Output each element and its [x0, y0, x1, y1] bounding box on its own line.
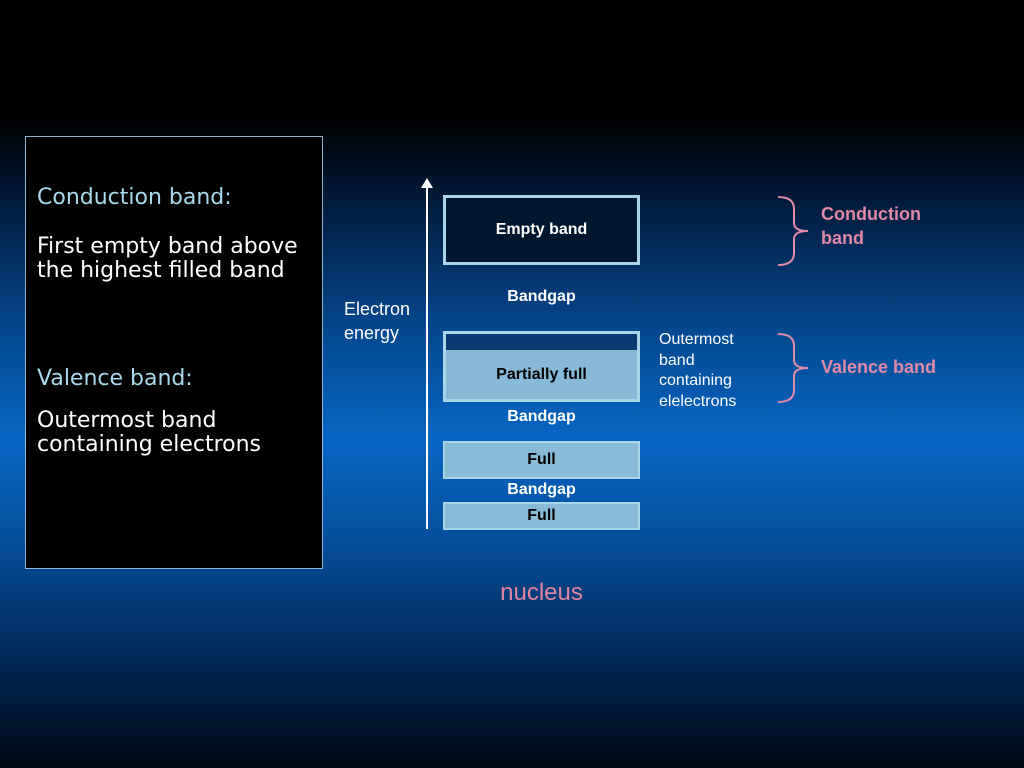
valence-band-definition: Outermost band containing electrons [37, 408, 262, 457]
full-band-upper: Full [443, 441, 640, 479]
valence-band-label: Valence band [821, 357, 937, 377]
empty-band: Empty band [443, 195, 640, 265]
conduction-band-label: Conduction band [821, 204, 921, 248]
full-band-lower-label: Full [527, 507, 556, 524]
partially-full-band: Partially full [443, 331, 640, 402]
conduction-band-definition: First empty band above the highest fille… [37, 234, 298, 283]
conduction-brace-icon [777, 196, 809, 266]
bandgap-label-lower: Bandgap [507, 481, 576, 498]
full-band-lower: Full [443, 502, 640, 530]
energy-axis-label: Electron energy [344, 299, 411, 343]
outermost-band-note: Outermost band containing elelectrons [659, 331, 737, 410]
energy-arrow-head [421, 178, 433, 188]
bandgap-label-upper: Bandgap [507, 288, 576, 305]
nucleus-label: nucleus [500, 579, 583, 606]
definitions-panel: Conduction band: First empty band above … [25, 136, 323, 569]
conduction-band-heading: Conduction band: [37, 185, 232, 210]
valence-band-heading: Valence band: [37, 366, 193, 391]
empty-band-label: Empty band [495, 221, 588, 238]
valence-brace-icon [777, 333, 809, 403]
bandgap-label-middle: Bandgap [507, 408, 576, 425]
partially-full-band-label: Partially full [496, 365, 587, 383]
full-band-upper-label: Full [527, 451, 556, 468]
energy-axis-arrow [426, 186, 428, 529]
